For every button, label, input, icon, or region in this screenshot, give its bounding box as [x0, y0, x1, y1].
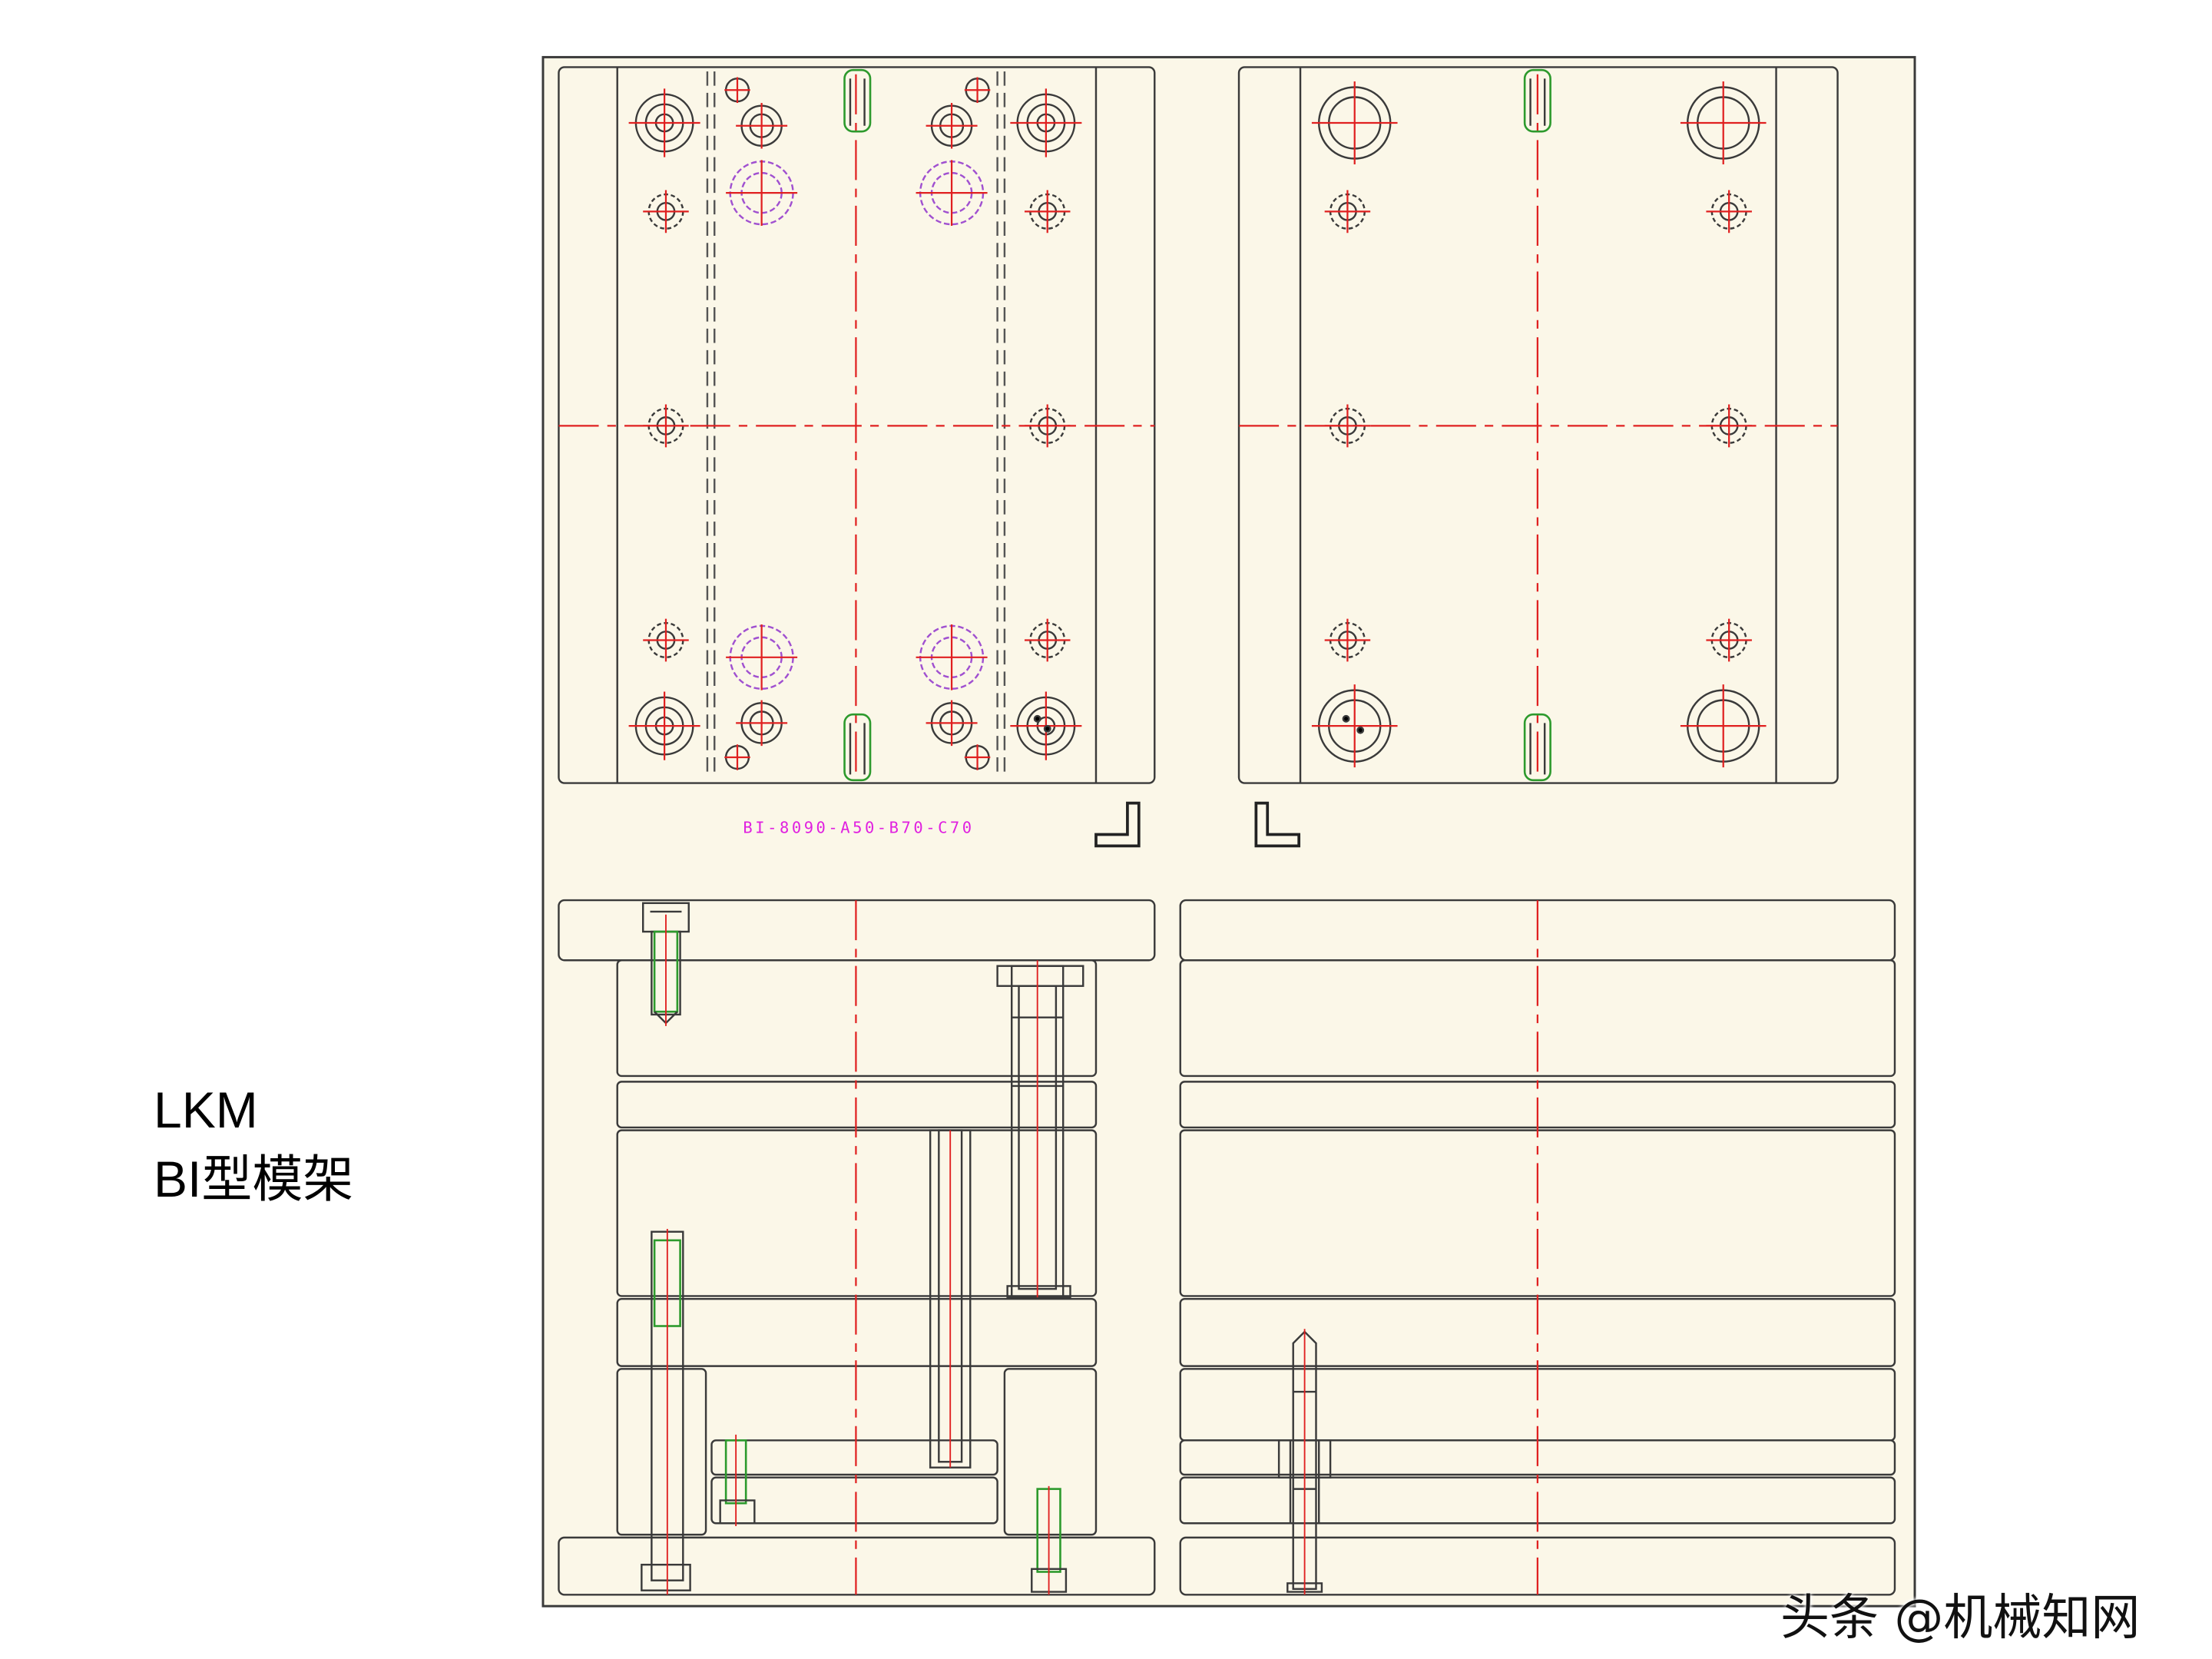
section-view-left	[558, 899, 1156, 1596]
plan-view-right	[1237, 66, 1839, 784]
orientation-marks	[1094, 801, 1301, 848]
plan-view-left	[558, 66, 1156, 784]
caption-title: LKM	[154, 1081, 258, 1138]
drawing-frame	[541, 55, 1916, 1608]
section-view-right	[1179, 899, 1896, 1596]
part-label: BI-8090-A50-B70-C70	[743, 819, 972, 837]
caption: LKM BI型模架	[154, 1075, 353, 1214]
watermark: 头条 @机械知网	[1780, 1590, 2141, 1647]
caption-subtitle: BI型模架	[154, 1151, 354, 1207]
